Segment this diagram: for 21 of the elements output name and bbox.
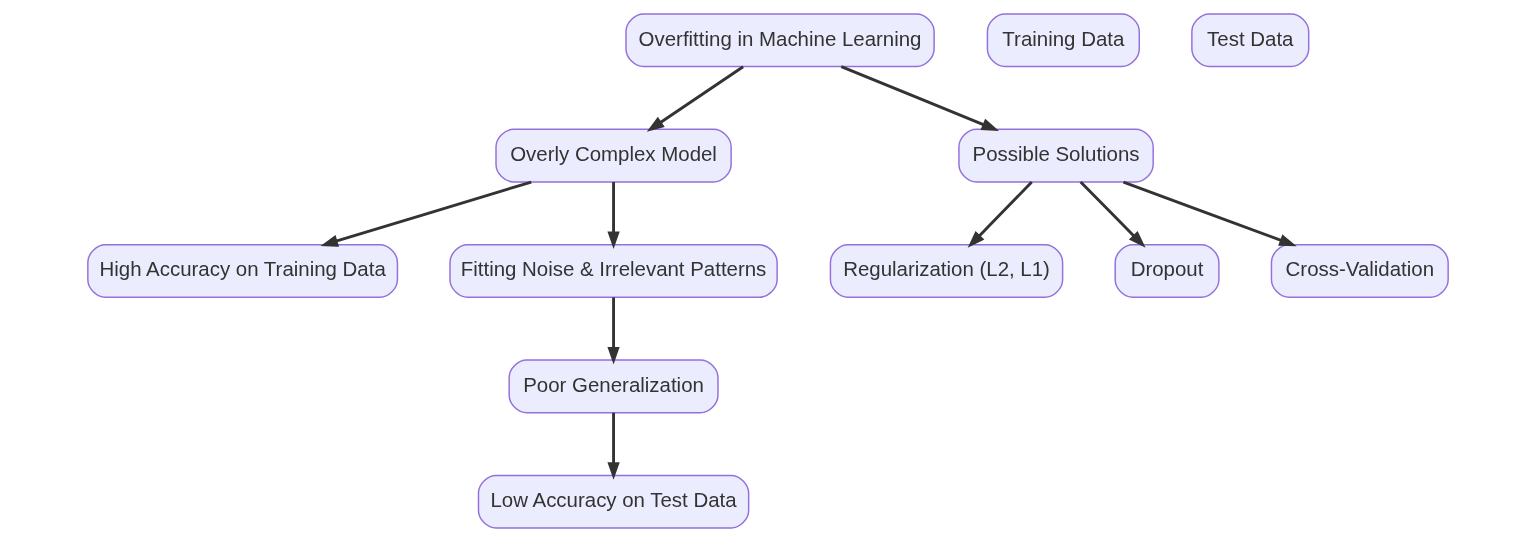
arrow [840,65,1000,131]
node-box: Poor Generalization [508,359,719,414]
node-box: High Accuracy on Training Data [87,244,399,299]
node-box: Fitting Noise & Irrelevant Patterns [449,244,778,299]
arrow [1079,181,1146,248]
node-box: Overfitting in Machine Learning [625,13,935,68]
arrow [607,182,620,250]
arrow [320,180,532,247]
arrow [1122,180,1297,247]
node-box: Possible Solutions [958,128,1154,183]
arrow [607,297,620,365]
node-box: Test Data [1191,13,1310,68]
node-box: Overly Complex Model [495,128,732,183]
arrow [967,181,1033,248]
node-box: Dropout [1114,244,1220,299]
node-box: Cross-Validation [1270,244,1449,299]
arrow [646,65,744,132]
node-box: Low Accuracy on Test Data [477,474,750,529]
arrow [607,412,620,480]
node-box: Training Data [986,13,1140,68]
node-box: Regularization (L2, L1) [829,244,1064,299]
